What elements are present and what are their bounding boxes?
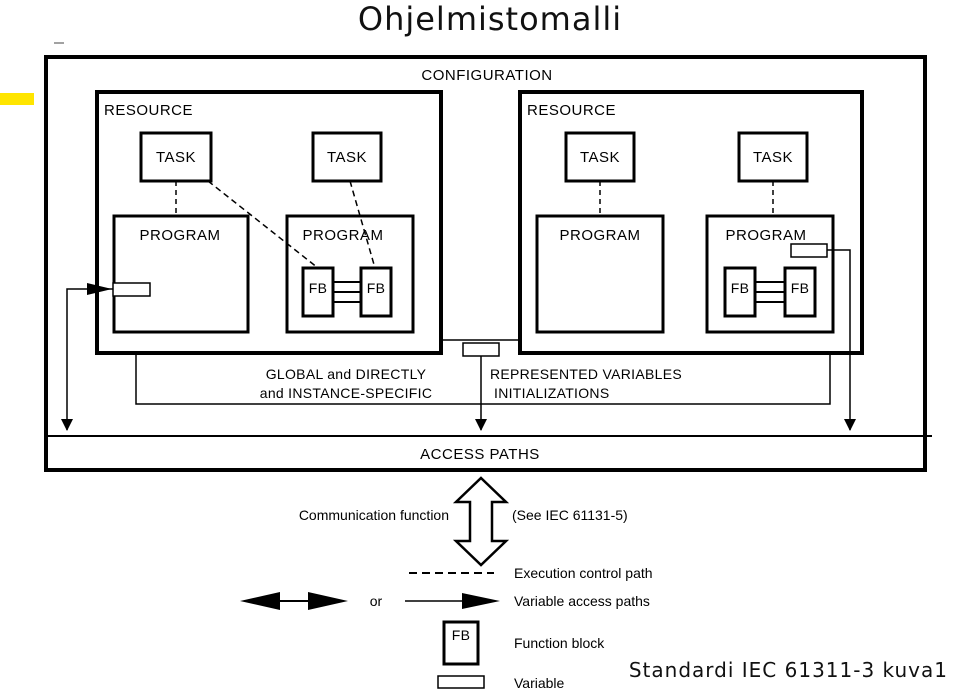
fb-box-left-2 [359, 266, 393, 318]
fb-box-left-1 [301, 266, 335, 318]
task-label-left-2: TASK [327, 149, 367, 166]
global-left-line2: and INSTANCE-SPECIFIC [260, 385, 433, 401]
program-label-left-2: PROGRAM [302, 227, 383, 244]
program-label-left-1: PROGRAM [139, 227, 220, 244]
legend-single-arrowhead [462, 593, 500, 609]
fb-label-right-1: FB [731, 280, 750, 296]
legend-or-label: or [370, 593, 383, 609]
program-variable-right [790, 243, 828, 258]
access-path-right-down [827, 249, 856, 431]
legend-variable-access: Variable access paths [514, 593, 650, 609]
program-variable-left [112, 282, 151, 297]
comm-see-label: (See IEC 61131-5) [512, 507, 628, 523]
legend-fb-box [442, 620, 480, 666]
slide-title: Ohjelmistomalli [358, 0, 622, 38]
task-box-right-1 [564, 131, 636, 183]
global-right-line1: REPRESENTED VARIABLES [490, 366, 682, 382]
legend-execution-control: Execution control path [514, 565, 653, 581]
task-box-left-2 [311, 131, 383, 183]
program-box-right-1 [535, 214, 665, 334]
fb-box-right-1 [723, 266, 757, 318]
task-box-right-2 [737, 131, 809, 183]
legend-bidirectional-arrow [240, 592, 348, 610]
global-variables-box [135, 339, 831, 405]
task-label-right-1: TASK [580, 149, 620, 166]
configuration-label: CONFIGURATION [421, 67, 552, 84]
yellow-accent-bar [0, 93, 34, 105]
access-path-left-arrowhead [87, 283, 112, 295]
task-label-left-1: TASK [156, 149, 196, 166]
fb-connections-right [755, 281, 785, 303]
fb-connections-left [333, 281, 361, 303]
exec-path-task-to-fb-1 [207, 180, 319, 269]
legend-fb-label: FB [452, 627, 471, 643]
comm-function-label: Communication function [299, 507, 449, 523]
global-left-line1: GLOBAL and DIRECTLY [266, 366, 427, 382]
resource-label-right: RESOURCE [527, 102, 616, 119]
exec-path-task-to-fb-2 [349, 180, 376, 269]
task-box-left-1 [139, 131, 213, 183]
program-label-right-2: PROGRAM [725, 227, 806, 244]
fb-label-left-2: FB [367, 280, 386, 296]
global-variable-marker [462, 342, 500, 357]
task-label-right-2: TASK [753, 149, 793, 166]
legend-variable-box [437, 675, 485, 689]
program-box-left-1 [112, 214, 250, 334]
fb-label-left-1: FB [309, 280, 328, 296]
global-right-line2: INITIALIZATIONS [494, 385, 609, 401]
slide-caption: Standardi IEC 61311-3 kuva1 [629, 658, 948, 682]
program-label-right-1: PROGRAM [559, 227, 640, 244]
configuration-box [44, 55, 927, 472]
legend-function-block: Function block [514, 635, 605, 651]
communication-double-arrow [452, 476, 510, 567]
access-paths-label: ACCESS PATHS [420, 446, 540, 463]
fb-label-right-2: FB [791, 280, 810, 296]
legend-variable: Variable [514, 675, 565, 691]
resource-label-left: RESOURCE [104, 102, 193, 119]
